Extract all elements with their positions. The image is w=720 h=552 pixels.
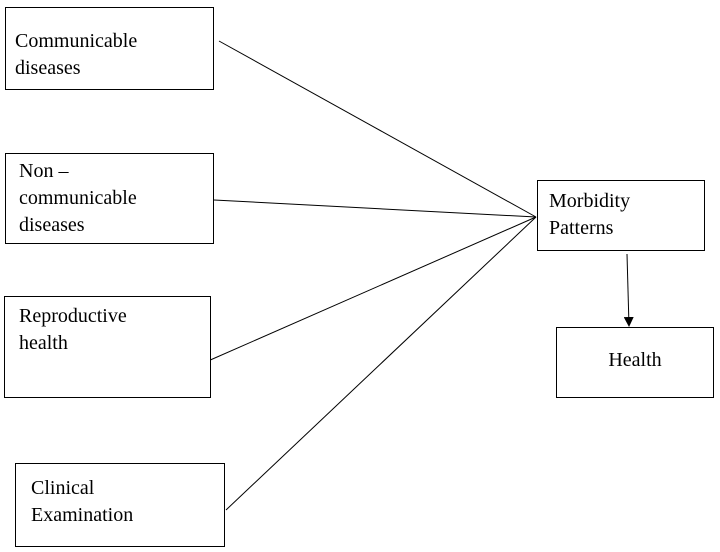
edge-communicable-to-morbidity (218, 40, 537, 218)
label-line: Clinical (31, 477, 95, 499)
label-line: Reproductive (19, 305, 127, 327)
edge-reproductive-to-morbidity (207, 216, 537, 362)
node-label: Morbidity Patterns (549, 188, 699, 242)
label-line: communicable (19, 187, 137, 209)
node-communicable-diseases: Communicable diseases (5, 7, 214, 90)
label-line: Health (608, 349, 662, 371)
node-clinical-examination: Clinical Examination (15, 463, 225, 547)
node-label: Reproductive health (19, 303, 199, 357)
node-reproductive-health: Reproductive health (4, 296, 211, 398)
node-label: Communicable diseases (15, 28, 205, 82)
edge-morbidity-to-health-arrow (623, 253, 634, 327)
node-health: Health (556, 327, 714, 398)
edge-clinical-to-morbidity (225, 216, 537, 511)
node-morbidity-patterns: Morbidity Patterns (537, 180, 705, 251)
label-line: Patterns (549, 217, 614, 239)
node-label: Clinical Examination (31, 475, 211, 529)
node-non-communicable-diseases: Non – communicable diseases (5, 153, 214, 244)
label-line: Examination (31, 504, 134, 526)
node-label: Non – communicable diseases (19, 158, 199, 239)
label-line: Communicable (15, 30, 138, 52)
label-line: Morbidity (549, 190, 631, 212)
label-line: diseases (19, 214, 85, 236)
label-line: Non – (19, 160, 69, 182)
label-line: diseases (15, 57, 81, 79)
edge-noncommunicable-to-morbidity (213, 199, 537, 218)
node-label: Health (557, 347, 713, 374)
label-line: health (19, 332, 68, 354)
